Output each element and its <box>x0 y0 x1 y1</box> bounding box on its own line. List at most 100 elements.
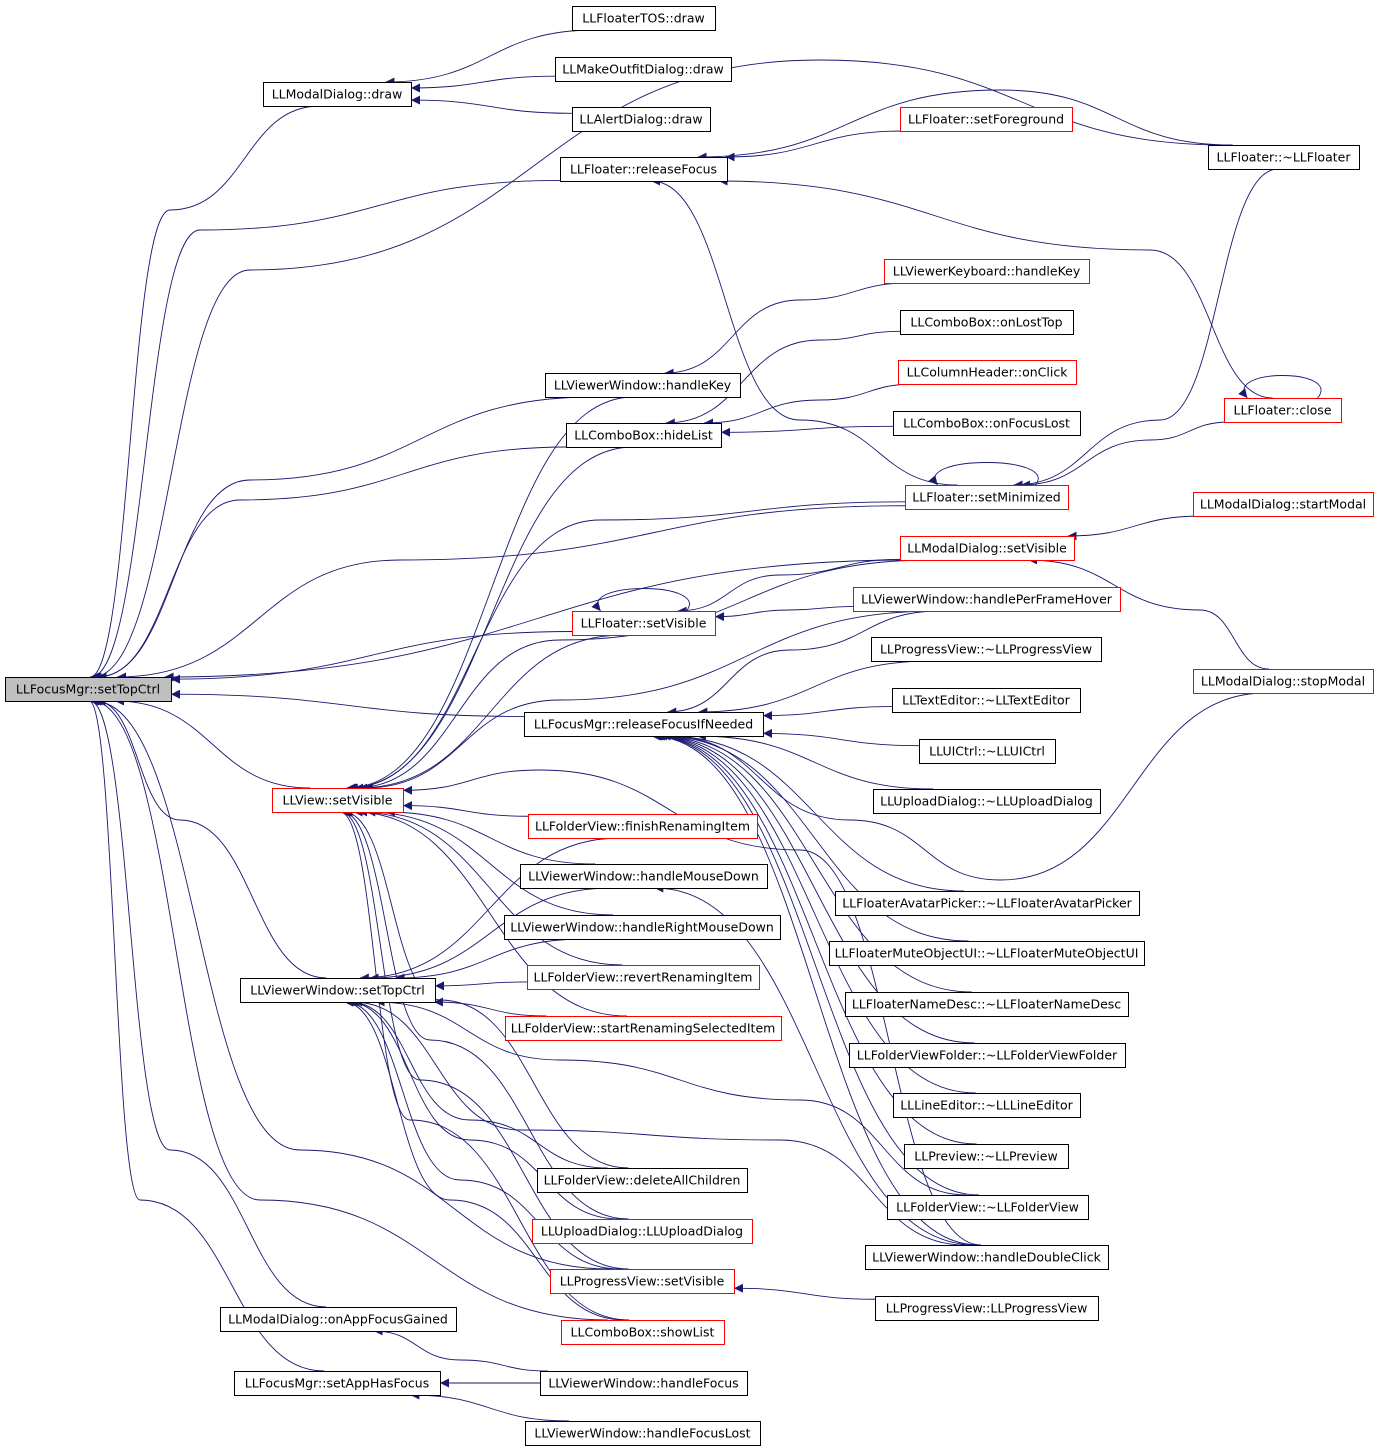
node-setappfocus[interactable]: LLFocusMgr::setAppHasFocus <box>234 1371 441 1396</box>
node-tedtor[interactable]: LLTextEditor::~LLTextEditor <box>892 688 1081 713</box>
node-mddraw[interactable]: LLModalDialog::draw <box>263 82 412 107</box>
node-upctor[interactable]: LLUploadDialog::LLUploadDialog <box>532 1219 753 1244</box>
node-label: LLModalDialog::stopModal <box>1201 674 1365 689</box>
node-colclick[interactable]: LLColumnHeader::onClick <box>898 360 1077 385</box>
node-vkhandlekey[interactable]: LLViewerKeyboard::handleKey <box>884 259 1090 284</box>
node-vwperframe[interactable]: LLViewerWindow::handlePerFrameHover <box>853 587 1121 612</box>
edge-vwperframe-to-viewsetvis <box>364 610 936 793</box>
node-box <box>904 1144 1069 1169</box>
node-fdtor[interactable]: LLFloater::~LLFloater <box>1208 145 1360 170</box>
node-box <box>893 411 1081 436</box>
node-box <box>900 107 1073 132</box>
node-fsetmin[interactable]: LLFloater::setMinimized <box>905 485 1069 510</box>
node-box <box>919 739 1056 764</box>
node-tos[interactable]: LLFloaterTOS::draw <box>572 6 716 31</box>
edge-vwmousedown-to-vwsettop <box>369 887 612 983</box>
node-box <box>1224 398 1342 423</box>
node-cbolosttop[interactable]: LLComboBox::onLostTop <box>900 310 1074 335</box>
node-updtor[interactable]: LLUploadDialog::~LLUploadDialog <box>873 789 1101 814</box>
node-label: LLMakeOutfitDialog::draw <box>562 62 724 77</box>
node-fvfdtor[interactable]: LLFolderViewFolder::~LLFolderViewFolder <box>849 1043 1126 1068</box>
node-label: LLComboBox::onFocusLost <box>903 416 1070 431</box>
node-uidtor[interactable]: LLUICtrl::~LLUICtrl <box>919 739 1056 764</box>
edge-fsetmin-to-frelfocus <box>650 176 958 486</box>
node-label: LLFloater::close <box>1233 403 1331 418</box>
edge-mdstart-to-mdsetvis <box>1067 515 1203 541</box>
node-label: LLAlertDialog::draw <box>579 112 702 127</box>
node-fmutedtor[interactable]: LLFloaterMuteObjectUI::~LLFloaterMuteObj… <box>829 941 1145 966</box>
node-fvrevert[interactable]: LLFolderView::revertRenamingItem <box>527 965 760 990</box>
node-box <box>893 1093 1081 1118</box>
node-label: LLViewerWindow::handleRightMouseDown <box>510 920 774 935</box>
node-mdstop[interactable]: LLModalDialog::stopModal <box>1193 669 1374 694</box>
node-label: LLFloater::setForeground <box>908 112 1064 127</box>
node-frelfocus[interactable]: LLFloater::releaseFocus <box>560 157 728 182</box>
node-ledtor[interactable]: LLLineEditor::~LLLineEditor <box>893 1093 1081 1118</box>
edge-fvdtor-to-relifneeded <box>652 731 979 1196</box>
node-box <box>1208 145 1360 170</box>
node-vwrmousedown[interactable]: LLViewerWindow::handleRightMouseDown <box>504 915 781 940</box>
node-vwsettop[interactable]: LLViewerWindow::setTopCtrl <box>240 978 436 1003</box>
node-label: LLFloaterMuteObjectUI::~LLFloaterMuteObj… <box>835 946 1139 961</box>
edge-updtor-to-relifneeded <box>696 731 934 790</box>
edge-fvstartrename-to-viewsetvis <box>353 807 627 1017</box>
node-label: LLPreview::~LLPreview <box>914 1149 1057 1164</box>
node-vwdblclick[interactable]: LLViewerWindow::handleDoubleClick <box>865 1245 1109 1270</box>
edge-fvstartrename-to-vwsettop <box>433 997 547 1017</box>
node-box <box>835 891 1140 916</box>
node-fnamedtor[interactable]: LLFloaterNameDesc::~LLFloaterNameDesc <box>845 992 1129 1017</box>
edge-mdstop-to-relifneeded <box>669 692 1266 881</box>
node-box <box>504 915 781 940</box>
node-pvdtor[interactable]: LLProgressView::~LLProgressView <box>871 637 1102 662</box>
node-box <box>272 788 404 813</box>
node-mkoutfit[interactable]: LLMakeOutfitDialog::draw <box>555 57 732 82</box>
edge-fclose-to-frelfocus <box>718 176 1273 399</box>
node-vwmousedown[interactable]: LLViewerWindow::handleMouseDown <box>520 864 768 889</box>
edge-vwfocuslost-to-setappfocus <box>410 1390 570 1422</box>
node-root[interactable]: LLFocusMgr::setTopCtrl <box>5 677 172 702</box>
edge-fclose-to-fsetmin <box>1020 421 1230 490</box>
node-vwhandlekey[interactable]: LLViewerWindow::handleKey <box>545 373 741 398</box>
node-fsetfg[interactable]: LLFloater::setForeground <box>900 107 1073 132</box>
node-fclose[interactable]: LLFloater::close <box>1224 398 1342 423</box>
node-label: LLFloaterAvatarPicker::~LLFloaterAvatarP… <box>842 896 1132 911</box>
edge-fsetvis-to-fsetvis <box>591 588 690 612</box>
node-mdsetvis[interactable]: LLModalDialog::setVisible <box>900 536 1075 561</box>
node-box <box>572 107 711 132</box>
edge-pvdtor-to-relifneeded <box>698 660 932 717</box>
node-viewsetvis[interactable]: LLView::setVisible <box>272 788 404 813</box>
node-label: LLViewerKeyboard::handleKey <box>893 264 1081 279</box>
node-prevdtor[interactable]: LLPreview::~LLPreview <box>904 1144 1069 1169</box>
node-relifneeded[interactable]: LLFocusMgr::releaseFocusIfNeeded <box>524 712 764 737</box>
node-label: LLView::setVisible <box>283 793 393 808</box>
node-mdappfocus[interactable]: LLModalDialog::onAppFocusGained <box>220 1307 457 1332</box>
edge-pvsetvis-to-root <box>93 696 611 1270</box>
node-cbofocuslost[interactable]: LLComboBox::onFocusLost <box>893 411 1081 436</box>
node-label: LLComboBox::showList <box>571 1325 715 1340</box>
node-fvstartrename[interactable]: LLFolderView::startRenamingSelectedItem <box>505 1016 782 1041</box>
node-alert[interactable]: LLAlertDialog::draw <box>572 107 711 132</box>
node-label: LLUploadDialog::LLUploadDialog <box>541 1224 743 1239</box>
node-vwfocus[interactable]: LLViewerWindow::handleFocus <box>540 1371 748 1396</box>
node-cboshow[interactable]: LLComboBox::showList <box>561 1320 725 1345</box>
edge-fdtor-to-frelfocus <box>697 89 1233 162</box>
edge-fsetmin-to-root <box>117 505 906 682</box>
edge-vwsettop-to-root <box>96 696 327 979</box>
node-favdtor[interactable]: LLFloaterAvatarPicker::~LLFloaterAvatarP… <box>835 891 1140 916</box>
node-mdstart[interactable]: LLModalDialog::startModal <box>1193 492 1374 517</box>
node-fvdtor[interactable]: LLFolderView::~LLFolderView <box>887 1195 1089 1220</box>
node-cbohide[interactable]: LLComboBox::hideList <box>566 423 722 448</box>
node-fvfinish[interactable]: LLFolderView::finishRenamingItem <box>528 814 758 839</box>
edge-fvfinish-to-viewsetvis <box>402 801 529 817</box>
node-fvdelete[interactable]: LLFolderView::deleteAllChildren <box>537 1168 748 1193</box>
node-pvctor[interactable]: LLProgressView::LLProgressView <box>875 1296 1099 1321</box>
node-vwfocuslost[interactable]: LLViewerWindow::handleFocusLost <box>525 1421 761 1446</box>
node-fsetvis[interactable]: LLFloater::setVisible <box>572 611 716 636</box>
edge-frelfocus-to-root <box>90 180 561 682</box>
node-box <box>5 677 172 702</box>
node-box <box>887 1195 1089 1220</box>
node-pvsetvis[interactable]: LLProgressView::setVisible <box>550 1269 735 1294</box>
edge-ledtor-to-relifneeded <box>654 731 976 1094</box>
node-box <box>525 1421 761 1446</box>
